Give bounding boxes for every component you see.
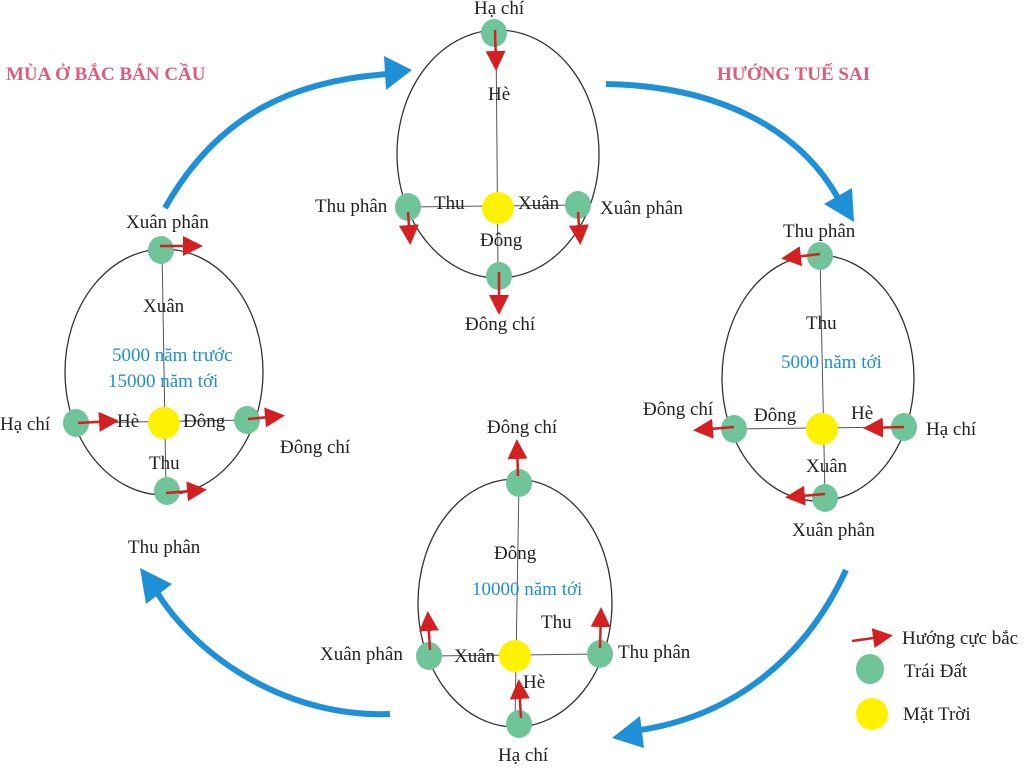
season-label: Đông [494, 543, 537, 564]
note-label: 15000 năm tới [108, 371, 218, 392]
label-right: Hạ chí [926, 419, 977, 440]
label-top: Thu phân [783, 221, 856, 242]
cycle-arrows [140, 56, 854, 748]
note-label: 5000 năm trước [112, 345, 233, 366]
legend-earth-label: Trái Đất [904, 661, 968, 682]
cycle-arrowhead-bottom [612, 716, 644, 748]
pole-arrow-icon [77, 411, 119, 432]
label-right: Thu phân [618, 642, 691, 663]
legend-sun-icon [856, 698, 888, 730]
cycle-arrow-right-to-bottom [639, 568, 849, 733]
pole-arrow-icon [781, 246, 821, 267]
earth-icon [812, 484, 838, 512]
label-bottom: Hạ chí [498, 745, 549, 766]
earth-icon [587, 640, 613, 668]
title-seasons: MÙA Ở BẮC BÁN CẦU [6, 63, 206, 85]
season-label: Xuân [143, 296, 185, 317]
legend: Hướng cực bắc Trái Đất Mặt Trời [851, 628, 1018, 730]
season-label: Thu [434, 193, 465, 214]
label-left: Xuân phân [320, 644, 403, 665]
season-label: Đông [480, 230, 523, 251]
orbit-left: Xuân phân Thu phân Hạ chí Đông chí Xuân … [0, 212, 351, 558]
earth-icon [506, 469, 532, 497]
orbit-right: Thu phân Xuân phân Đông chí Hạ chí Thu Đ… [643, 221, 977, 541]
label-right: Đông chí [280, 437, 351, 458]
pole-arrow-icon [509, 679, 530, 719]
orbit-top: Hạ chí Đông chí Thu phân Xuân phân Hè Th… [315, 0, 683, 335]
pole-arrow-icon [590, 607, 611, 649]
pole-arrow-icon [693, 418, 735, 439]
label-left: Đông chí [643, 399, 714, 420]
season-label: Đông [183, 411, 226, 432]
earth-icon [395, 193, 421, 221]
orbit-ellipse [417, 478, 613, 728]
legend-pole-arrow-icon [851, 628, 893, 648]
axis-vertical [161, 249, 167, 491]
label-left: Thu phân [315, 196, 388, 217]
cycle-arrowhead-left [140, 568, 172, 604]
legend-earth-icon [856, 654, 884, 684]
season-label: Xuân [518, 193, 560, 214]
earth-icon [807, 242, 833, 270]
pole-arrow-icon [568, 211, 589, 245]
season-label: Xuân [806, 456, 848, 477]
cycle-arrowhead-top [384, 56, 412, 90]
label-bottom: Đông chí [465, 314, 536, 335]
cycle-arrow-left-to-top [162, 71, 389, 210]
sun-icon [499, 640, 531, 672]
note-label: 5000 năm tới [781, 352, 882, 373]
season-label: Thu [541, 612, 572, 633]
earth-icon [63, 409, 89, 437]
label-left: Hạ chí [0, 414, 51, 435]
season-label: Hè [523, 672, 545, 693]
season-label: Xuân [454, 646, 496, 667]
sun-icon [148, 407, 180, 439]
title-precession: HƯỚNG TUẾ SAI [717, 63, 870, 85]
axis-vertical [819, 255, 826, 496]
sun-icon [806, 413, 838, 445]
earth-icon [416, 642, 442, 670]
pole-arrow-icon [247, 407, 285, 428]
pole-arrow-icon [418, 611, 439, 651]
pole-arrow-icon [507, 439, 528, 477]
axis-vertical [495, 33, 499, 273]
pole-arrow-icon [785, 485, 826, 506]
season-label: Hè [851, 403, 873, 424]
label-top: Hạ chí [474, 0, 525, 19]
season-label: Đông [754, 405, 797, 426]
sun-icon [482, 192, 514, 224]
orbit-bottom: Đông chí Hạ chí Xuân phân Thu phân Đông … [320, 417, 691, 766]
earth-icon [234, 406, 260, 434]
cycle-arrowhead-right [824, 188, 854, 222]
label-top: Đông chí [487, 417, 558, 438]
season-label: Thu [806, 313, 837, 334]
label-bottom: Xuân phân [792, 520, 875, 541]
earth-icon [565, 191, 591, 219]
earth-icon [721, 415, 747, 443]
earth-icon [154, 477, 180, 505]
pole-arrow-icon [165, 481, 207, 502]
cycle-arrow-top-to-right [605, 81, 841, 200]
earth-icon [506, 710, 532, 738]
label-bottom: Thu phân [128, 537, 201, 558]
label-top: Xuân phân [126, 212, 209, 233]
note-label: 10000 năm tới [472, 579, 582, 600]
season-label: Hè [117, 411, 139, 432]
cycle-arrow-bottom-to-left [155, 592, 391, 718]
earth-icon [148, 236, 174, 264]
pole-arrow-icon [398, 211, 419, 245]
pole-arrow-icon [863, 417, 905, 438]
pole-arrow-icon [485, 29, 506, 71]
season-label: Hè [488, 84, 510, 105]
legend-sun-label: Mặt Trời [903, 704, 971, 725]
legend-pole-label: Hướng cực bắc [902, 628, 1018, 649]
label-right: Xuân phân [600, 198, 683, 219]
season-label: Thu [149, 453, 180, 474]
